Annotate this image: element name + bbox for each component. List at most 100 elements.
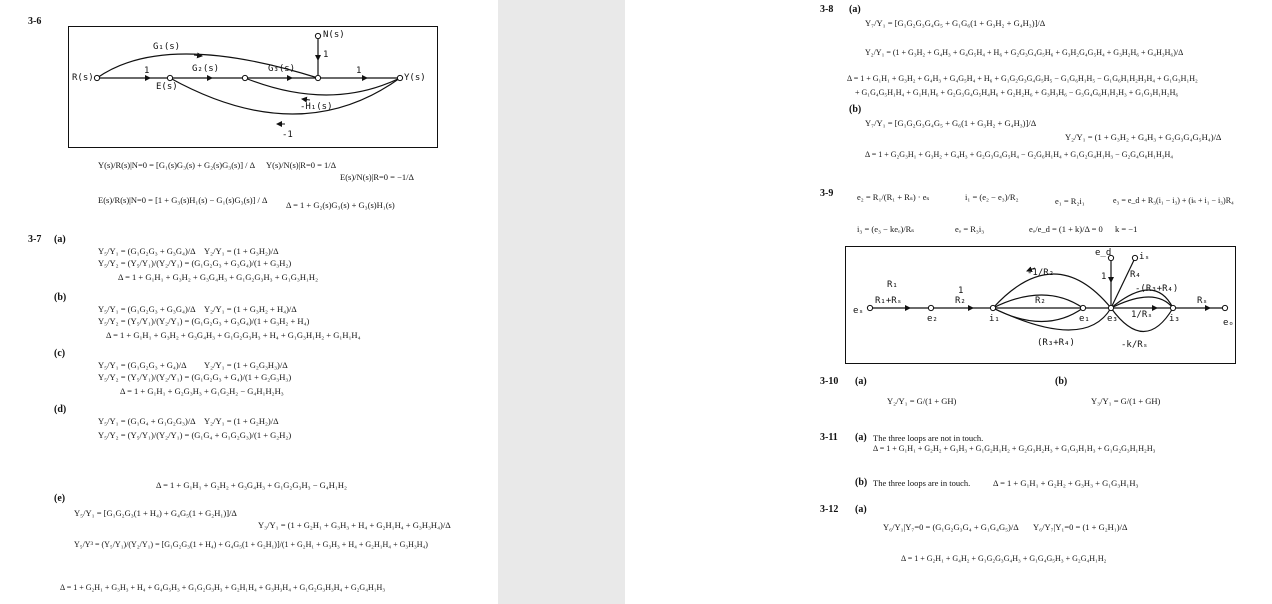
part-c-label: (c) — [54, 348, 66, 359]
eq-3-12-2: Y₆/Y₇|Y₁=0 = (1 + G₂H₁)/Δ — [1033, 522, 1128, 532]
part-d-label: (d) — [54, 404, 67, 415]
eq-3-7e-delta: Δ = 1 + G₂H₁ + G₃H₃ + H₄ + G₄G₅H₃ + G₁G₂… — [60, 583, 386, 592]
node-n: N(s) — [323, 30, 345, 40]
eq-3-9-c: e₁ = R₂i₁ — [1055, 196, 1085, 206]
eq-3-9-h: k = −1 — [1115, 224, 1138, 234]
gain-1n: 1 — [323, 50, 329, 60]
eq-3-8a-1: Y₇/Y₁ = [G₁G₂G₃G₄G₅ + G₁G₆(1 + G₃H₂ + G₄… — [865, 18, 1046, 28]
eq-3-6-5: Δ = 1 + G₂(s)G₃(s) + G₃(s)H₁(s) — [286, 200, 395, 210]
eq-3-10a: Y₂/Y₁ = G/(1 + GH) — [887, 396, 957, 406]
part-a-label: (a) — [855, 376, 867, 387]
part-b-label: (b) — [54, 292, 67, 303]
node-es: eₛ — [853, 306, 864, 316]
eq-3-7a-3: Y₅/Y₂ = (Y₅/Y₁)/(Y₂/Y₁) = (G₁G₂G₃ + G₃G₄… — [98, 258, 292, 268]
right-page: 3-8 (a) Y₇/Y₁ = [G₁G₂G₃G₄G₅ + G₁G₆(1 + G… — [625, 0, 1272, 604]
eq-3-9-b: i₁ = (e₂ − e₃)/R₂ — [965, 192, 1019, 202]
eq-3-9-a: e₂ = R₁/(R₁ + Rₛ) · eₛ — [857, 192, 930, 202]
eq-3-7d-2: Y₂/Y₁ = (1 + G₂H₂)/Δ — [204, 416, 279, 426]
part-a-label: (a) — [855, 504, 867, 515]
node-is: iₛ — [1139, 252, 1150, 262]
node-e1: e₁ — [1079, 314, 1090, 324]
part-a-label: (a) — [855, 432, 867, 443]
eq-3-11a-delta: Δ = 1 + G₁H₁ + G₂H₂ + G₃H₃ + G₁G₂H₁H₂ + … — [873, 444, 1156, 453]
page-gutter — [498, 0, 625, 604]
eq-3-7a-2: Y₂/Y₁ = (1 + G₃H₂)/Δ — [204, 246, 279, 256]
problem-3-7-label: 3-7 — [28, 234, 42, 245]
eq-3-7b-3: Y₅/Y₂ = (Y₅/Y₁)/(Y₂/Y₁) = (G₁G₂G₃ + G₃G₄… — [98, 316, 310, 326]
eq-3-8b-1: Y₇/Y₁ = [G₁G₂G₃G₄G₅ + G₆(1 + G₃H₂ + G₄H₃… — [865, 118, 1037, 128]
part-b-label: (b) — [849, 104, 862, 115]
problem-3-9-label: 3-9 — [820, 188, 834, 199]
node-e3: e₃ — [1107, 314, 1118, 324]
eq-3-7b-2: Y₂/Y₁ = (1 + G₃H₂ + H₄)/Δ — [204, 304, 297, 314]
eq-3-6-2: Y(s)/N(s)|R=0 = 1/Δ — [266, 160, 337, 170]
eq-3-8a-delta1: Δ = 1 + G₁H₁ + G₃H₂ + G₄H₃ + G₄G₅H₄ + H₆… — [847, 74, 1198, 83]
node-e: E(s) — [156, 82, 178, 92]
eq-3-7a-1: Y₅/Y₁ = (G₁G₂G₃ + G₃G₄)/Δ — [98, 246, 196, 256]
text-3-11a: The three loops are not in touch. — [873, 433, 984, 443]
gain-mkrs: -k/Rₛ — [1121, 340, 1149, 350]
eq-3-8a-delta2: + G₁G₄G₅H₁H₄ + G₁H₁H₆ + G₂G₃G₄G₅H₄H₆ + G… — [855, 88, 1179, 97]
eq-3-7c-2: Y₂/Y₁ = (1 + G₂G₃H₃)/Δ — [204, 360, 288, 370]
gain-r4: R₄ — [1130, 270, 1141, 280]
eq-3-7c-3: Y₅/Y₂ = (Y₅/Y₁)/(Y₂/Y₁) = (G₁G₂G₃ + G₄)/… — [98, 372, 292, 382]
gain-1a: 1 — [144, 66, 150, 76]
gain-r3r4b: (R₃+R₄) — [1037, 338, 1075, 348]
eq-3-8a-2: Y₂/Y₁ = (1 + G₃H₂ + G₄H₃ + G₄G₅H₄ + H₆ +… — [865, 48, 1184, 57]
node-r: R(s) — [72, 73, 94, 83]
signal-flow-graph-3-6 — [68, 26, 438, 148]
gain-1b: 1 — [356, 66, 362, 76]
eq-3-7d-3: Y₅/Y₂ = (Y₅/Y₁)/(Y₂/Y₁) = (G₁G₄ + G₁G₂G₃… — [98, 430, 292, 440]
eq-3-9-d: e₃ = e_d + R₃(i₁ − i₃) + (iₛ + i₁ − i₃)R… — [1113, 196, 1234, 205]
node-eo: eₒ — [1223, 318, 1234, 328]
gain-1rs: 1/Rₛ — [1131, 310, 1153, 320]
eq-3-6-3: E(s)/N(s)|R=0 = −1/Δ — [340, 172, 414, 182]
gain-rs: Rₛ — [1197, 296, 1208, 306]
eq-3-7e-2: Y₃/Y₁ = (1 + G₂H₁ + G₃H₃ + H₄ + G₂H₁H₄ +… — [258, 520, 451, 530]
part-a-label: (a) — [54, 234, 66, 245]
eq-3-7e-3: Y₅/Y³ = (Y₅/Y₁)/(Y₂/Y₁) = [G₁G₂G₃(1 + H₄… — [74, 540, 428, 549]
problem-3-11-label: 3-11 — [820, 432, 838, 443]
node-e2: e₂ — [927, 314, 938, 324]
node-i3: i₃ — [1169, 314, 1180, 324]
part-a-label: (a) — [849, 4, 861, 15]
gain-h1: -H₁(s) — [300, 102, 333, 112]
eq-3-7b-1: Y₅/Y₁ = (G₁G₂G₃ + G₃G₄)/Δ — [98, 304, 196, 314]
gain-one-ed: 1 — [1101, 272, 1107, 282]
gain-r1rs: R₁+Rₛ — [875, 296, 903, 306]
eq-3-7c-1: Y₅/Y₁ = (G₁G₂G₃ + G₄)/Δ — [98, 360, 187, 370]
gain-r1: R₁ — [887, 280, 898, 290]
part-b-label: (b) — [1055, 376, 1068, 387]
sfg-3-6-graph — [93, 32, 404, 127]
eq-3-7d-1: Y₅/Y₁ = (G₁G₄ + G₁G₂G₃)/Δ — [98, 416, 196, 426]
eq-3-8b-2: Y₂/Y₁ = (1 + G₃H₂ + G₄H₃ + G₂G₃G₄G₅H₄)/Δ — [1065, 132, 1222, 142]
problem-3-8-label: 3-8 — [820, 4, 834, 15]
eq-3-7c-delta: Δ = 1 + G₁H₁ + G₂G₃H₃ + G₁G₂H₂ − G₄H₁H₂H… — [120, 386, 284, 396]
node-i1: i₁ — [989, 314, 1000, 324]
gain-r2b: R₂ — [1035, 296, 1046, 306]
eq-3-9-g: eₒ/e_d = (1 + k)/Δ = 0 — [1029, 224, 1103, 234]
eq-3-9-e: i₃ = (e₃ − keₒ)/Rₛ — [857, 224, 915, 234]
gain-g1: G₁(s) — [153, 42, 181, 52]
gain-one: 1 — [958, 286, 964, 296]
gain-r2: R₂ — [955, 296, 966, 306]
gain-m1r2: -1/R₂ — [1027, 268, 1055, 278]
gain-r3r4: -(R₃+R₄) — [1135, 284, 1179, 294]
eq-3-6-1: Y(s)/R(s)|N=0 = [G₁(s)G₃(s) + G₂(s)G₃(s)… — [98, 160, 256, 170]
text-3-11b: The three loops are in touch. — [873, 478, 971, 488]
left-page: 3-6 R(s) Y(s) N(s) E(s) G₁(s) G₂(s) G₃(s… — [0, 0, 498, 604]
eq-3-7a-delta: Δ = 1 + G₁H₁ + G₃H₂ + G₃G₄H₃ + G₁G₂G₃H₃ … — [118, 272, 319, 282]
sfg-3-9-graph — [866, 254, 1229, 333]
eq-3-12-1: Y₆/Y₁|Y₇=0 = (G₁G₂G₃G₄ + G₁G₄G₅)/Δ — [883, 522, 1019, 532]
eq-3-8b-delta: Δ = 1 + G₂G₃H₁ + G₃H₂ + G₄H₃ + G₂G₃G₄G₅H… — [865, 150, 1174, 159]
node-ed: e_d — [1095, 248, 1112, 258]
problem-3-6-label: 3-6 — [28, 16, 42, 27]
part-b-label: (b) — [855, 477, 868, 488]
eq-3-9-f: eₒ = R₃i₃ — [955, 224, 985, 234]
eq-3-12-delta: Δ = 1 + G₂H₁ + G₄H₂ + G₁G₂G₃G₄H₃ + G₁G₄G… — [901, 554, 1107, 563]
eq-3-7b-delta: Δ = 1 + G₁H₁ + G₃H₂ + G₃G₄H₃ + G₁G₂G₃H₃ … — [106, 330, 361, 340]
signal-flow-graph-3-9 — [845, 246, 1236, 364]
problem-3-12-label: 3-12 — [820, 504, 839, 515]
eq-3-11b-delta: Δ = 1 + G₁H₁ + G₂H₂ + G₃H₃ + G₁G₃H₁H₃ — [993, 478, 1139, 488]
gain-neg1: -1 — [282, 130, 293, 140]
